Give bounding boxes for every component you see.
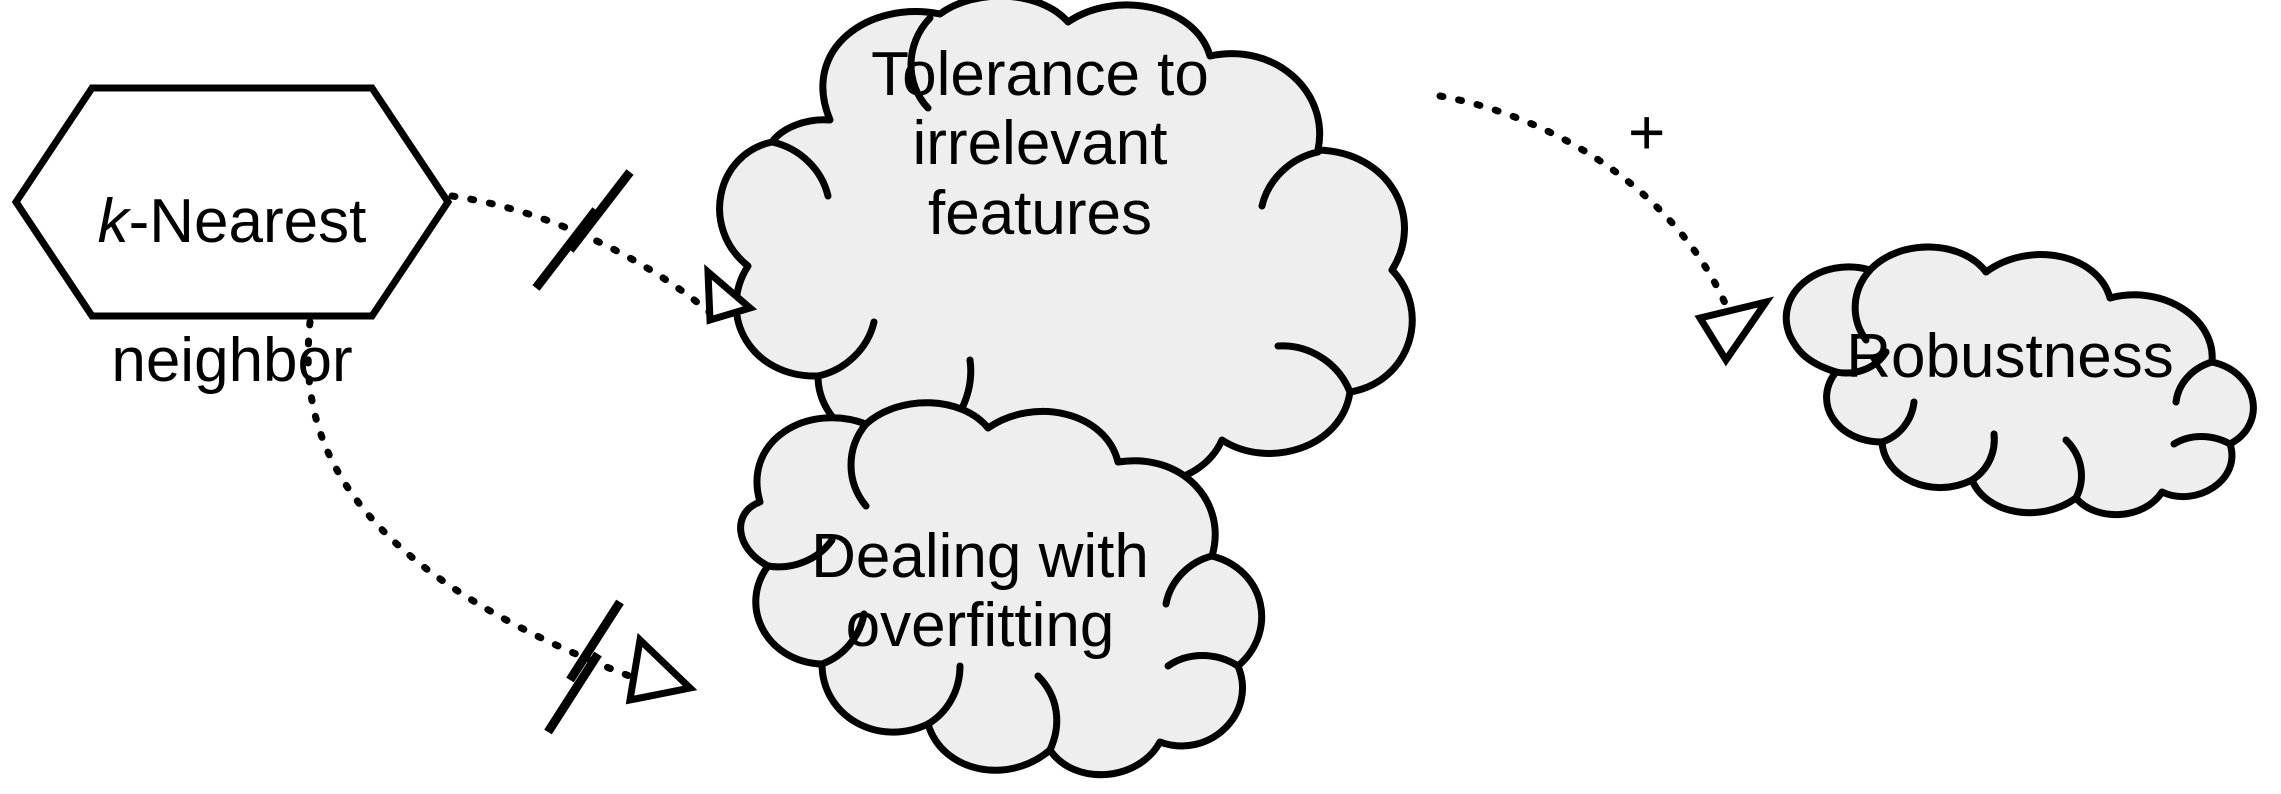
edge-arrowhead <box>704 264 758 325</box>
tolerance-to-irrelevant-features-shape[interactable] <box>716 0 1416 487</box>
edge-tolerance-to-robustness[interactable] <box>1436 92 1775 367</box>
edge-arrowhead-3 <box>1694 296 1775 367</box>
edge-knn-to-tolerance[interactable] <box>448 169 758 325</box>
edge-slash-marker-2 <box>566 599 624 683</box>
edge-arrowhead-2 <box>625 632 698 705</box>
edge-plus-sign: + <box>1628 96 1666 168</box>
robustness-shape[interactable] <box>1782 243 2257 519</box>
dealing-with-overfitting-shape[interactable] <box>737 399 1266 779</box>
k-nearest-neighbor-shape[interactable] <box>11 84 453 320</box>
edge-knn-to-overfitting[interactable] <box>304 318 698 735</box>
